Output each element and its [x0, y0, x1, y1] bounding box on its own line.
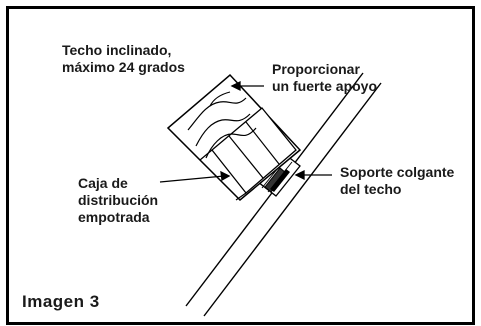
hanger-bracket-arrowhead: [294, 169, 305, 181]
strong-support-arrowhead: [230, 80, 241, 92]
recessed-box-line-1: Caja de: [78, 175, 128, 191]
ceiling-line-upper: [203, 82, 382, 317]
hanger-bracket-label: Soporte colgante del techo: [340, 164, 454, 198]
ceiling-slope-line-1: Techo inclinado,: [62, 42, 172, 58]
recessed-box-line-3: empotrada: [78, 209, 150, 225]
recessed-junction-box: [166, 73, 302, 202]
recessed-box-line-2: distribución: [78, 192, 159, 208]
ceiling-slope-label: Techo inclinado, máximo 24 grados: [62, 42, 185, 76]
hanger-bracket-line-2: del techo: [340, 181, 402, 197]
strong-support-line-2: un fuerte apoyo: [272, 78, 378, 94]
recessed-box-label: Caja de distribución empotrada: [78, 175, 158, 226]
ceiling-slope-line-2: máximo 24 grados: [62, 59, 185, 75]
recessed-box-arrowhead: [220, 170, 231, 182]
hanger-bracket-line-1: Soporte colgante: [340, 164, 455, 180]
strong-support-line-1: Proporcionar: [272, 61, 360, 77]
figure-caption: Imagen 3: [22, 292, 100, 311]
figure-frame: [6, 6, 475, 325]
strong-support-label: Proporcionar un fuerte apoyo: [272, 61, 377, 95]
recessed-box-leader: [159, 175, 225, 183]
